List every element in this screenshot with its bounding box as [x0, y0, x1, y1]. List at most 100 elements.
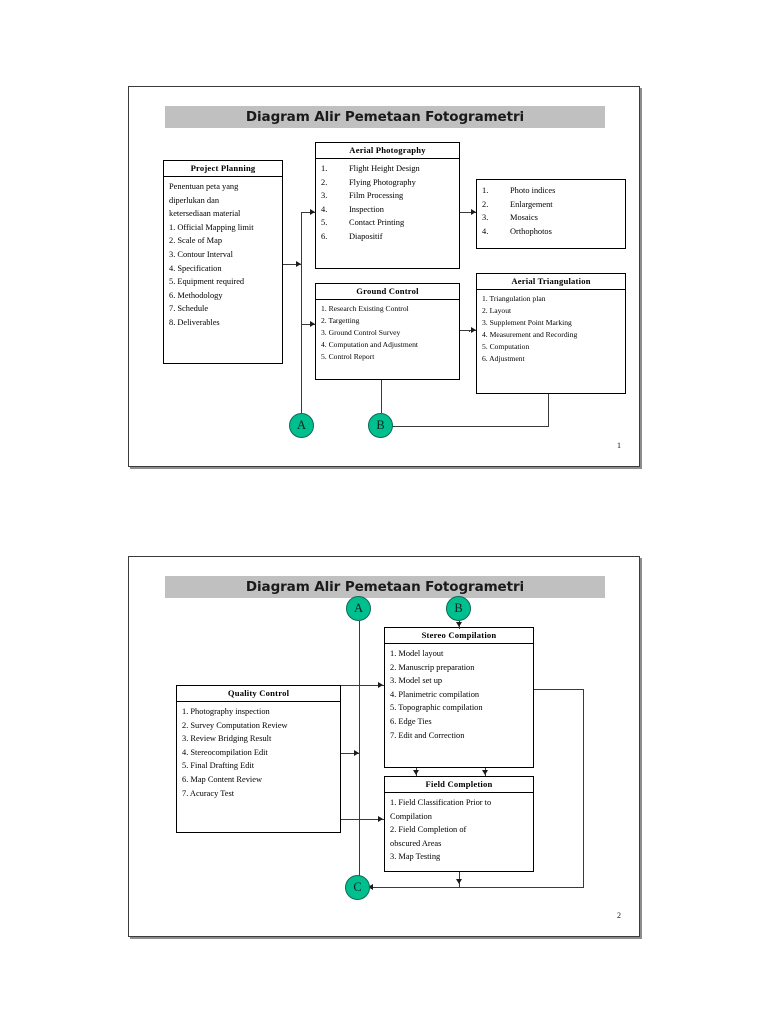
arrow-to-ground-control-icon [310, 320, 315, 327]
box-field-completion[interactable]: Field Completion 1. Field Classification… [384, 776, 534, 872]
connector-circle-b[interactable]: B [446, 596, 471, 621]
connector-circle-b[interactable]: B [368, 413, 393, 438]
connector-ap-to-photo-products [460, 212, 476, 214]
list-item: 6.Diapositif [321, 230, 455, 244]
box-project-planning-header: Project Planning [164, 161, 282, 177]
arrow-field-down-icon [455, 879, 462, 884]
list-item: diperlukan dan [169, 195, 220, 205]
connector-pp-to-trunk [283, 264, 302, 266]
box-field-completion-body: 1. Field Classification Prior to Compila… [385, 793, 533, 867]
list-item-number: 2. [482, 199, 489, 209]
list-item: 1. Model layout [390, 648, 444, 658]
connector-gc-down-to-b [381, 380, 383, 413]
list-item: obscured Areas [390, 838, 442, 848]
box-project-planning[interactable]: Project Planning Penentuan peta yang dip… [163, 160, 283, 364]
box-quality-control-body: 1. Photography inspection 2. Survey Comp… [177, 702, 340, 803]
list-item: 7. Acuracy Test [182, 788, 235, 798]
connector-circle-c-label: C [353, 880, 362, 894]
list-item: 6. Map Content Review [182, 775, 263, 784]
list-item: 2. Field Completion of [390, 825, 467, 835]
arrow-qc-to-stereo-icon [378, 681, 383, 688]
slide2-title: Diagram Alir Pemetaan Fotogrametri [245, 579, 525, 595]
list-item: 1. Research Existing Control [321, 303, 409, 313]
list-item: 4.Orthophotos [482, 225, 621, 239]
list-item-number: 4. [482, 226, 489, 236]
box-field-completion-header: Field Completion [385, 777, 533, 793]
arrow-to-aerial-photography-icon [310, 208, 315, 215]
box-photo-products-body: 1.Photo indices 2.Enlargement 3.Mosaics … [477, 180, 625, 241]
connector-circle-b-label: B [454, 601, 463, 615]
box-aerial-photography[interactable]: Aerial Photography 1.Flight Height Desig… [315, 142, 460, 269]
list-item-number: 3. [321, 191, 328, 201]
list-item-number: 1. [482, 186, 489, 195]
list-item: 1. Field Classification Prior to [390, 797, 492, 807]
connector-trunk-to-qc [341, 753, 360, 755]
list-item: Penentuan peta yang [169, 181, 239, 191]
list-item: 3. Contour Interval [169, 250, 233, 259]
box-quality-control-header: Quality Control [177, 686, 340, 702]
list-item: 8. Deliverables [169, 318, 220, 328]
list-item-number: 4. [321, 204, 328, 214]
connector-circle-a-label: A [296, 418, 307, 432]
box-project-planning-body: Penentuan peta yang diperlukan dan keter… [164, 177, 282, 333]
box-aerial-triangulation-body: 1. Triangulation plan 2. Layout 3. Suppl… [477, 290, 625, 368]
arrow-loop-to-c-icon [368, 883, 373, 890]
list-item: 2. Scale of Map [169, 236, 223, 246]
box-aerial-triangulation[interactable]: Aerial Triangulation 1. Triangulation pl… [476, 273, 626, 394]
list-item: 4. Computation and Adjustment [321, 339, 419, 349]
list-item: 1. Photo indices [482, 184, 621, 198]
page-number: 1 [617, 441, 621, 450]
list-item-label: Photo indices [510, 186, 556, 195]
list-item-number: 1. [321, 163, 328, 173]
list-item: 1. Photography inspection [182, 706, 270, 716]
list-item: 5. Control Report [321, 351, 375, 361]
arrow-to-photo-products-icon [471, 208, 476, 215]
list-item-label: Film Processing [349, 191, 404, 201]
slide1-title: Diagram Alir Pemetaan Fotogrametri [245, 109, 525, 125]
box-ground-control-body: 1. Research Existing Control 2. Targetti… [316, 300, 459, 366]
slide-page-1: Diagram Alir Pemetaan Fotogrametri Proje… [128, 86, 640, 467]
connector-circle-a[interactable]: A [346, 596, 371, 621]
connector-circle-a[interactable]: A [289, 413, 314, 438]
list-item: 2.Enlargement [482, 198, 621, 212]
list-item: 4. Specification [169, 263, 222, 273]
connector-trunk-to-ground-control [301, 324, 315, 326]
list-item: 5. Computation [482, 341, 530, 351]
list-item-number: 2. [321, 177, 328, 187]
list-item: 1.Flight Height Design [321, 162, 455, 176]
list-item: 4. Planimetric compilation [390, 689, 480, 699]
box-stereo-compilation-body: 1. Model layout 2. Manuscrip preparation… [385, 644, 533, 745]
box-stereo-compilation-header: Stereo Compilation [385, 628, 533, 644]
list-item: 6. Edge Ties [390, 717, 432, 726]
connector-stereo-right-out [534, 689, 584, 691]
box-aerial-photography-body: 1.Flight Height Design 2.Flying Photogra… [316, 159, 459, 247]
box-stereo-compilation[interactable]: Stereo Compilation 1. Model layout 2. Ma… [384, 627, 534, 768]
list-item: 5. Topographic compilation [390, 703, 483, 713]
arrow-stereo-to-field-right-icon [481, 770, 488, 775]
list-item: 4. Stereocompilation Edit [182, 747, 268, 757]
box-photo-products[interactable]: 1.Photo indices 2.Enlargement 3.Mosaics … [476, 179, 626, 249]
connector-circle-a-label: A [353, 601, 364, 615]
list-item: 3. Model set up [390, 676, 443, 686]
arrow-pp-to-trunk-icon [296, 260, 301, 267]
list-item: 5. Contact Printing [321, 216, 455, 230]
list-item: Compilation [390, 811, 432, 821]
list-item-label: Contact Printing [349, 218, 405, 228]
arrow-trunk-to-qc-icon [354, 749, 359, 756]
box-aerial-triangulation-header: Aerial Triangulation [477, 274, 625, 290]
list-item: 3. Map Testing [390, 852, 441, 862]
list-item: 3. Ground Control Survey [321, 327, 401, 337]
list-item-number: 5. [321, 218, 328, 228]
arrow-stereo-to-field-left-icon [412, 770, 419, 775]
arrow-b-to-stereo-icon [455, 622, 462, 627]
list-item: 3. Review Bridging Result [182, 734, 272, 744]
arrow-qc-to-field-icon [378, 815, 383, 822]
list-item: 6. Methodology [169, 290, 223, 300]
list-item: 7. Edit and Correction [390, 730, 465, 740]
box-quality-control[interactable]: Quality Control 1. Photography inspectio… [176, 685, 341, 833]
list-item: 6. Adjustment [482, 353, 525, 363]
list-item-label: Mosaics [510, 213, 538, 223]
connector-circle-c[interactable]: C [345, 875, 370, 900]
box-ground-control[interactable]: Ground Control 1. Research Existing Cont… [315, 283, 460, 380]
connector-trunk-vertical [301, 212, 303, 425]
